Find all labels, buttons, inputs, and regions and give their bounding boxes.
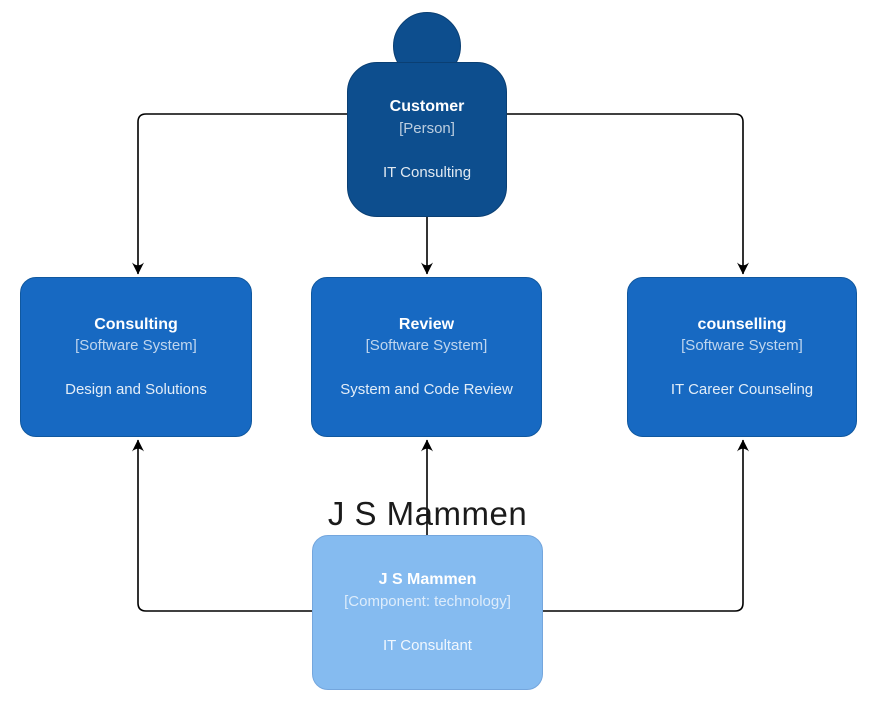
system-node-counselling[interactable]: counselling [Software System] IT Career … <box>627 277 857 437</box>
component-description: IT Consultant <box>383 636 472 654</box>
edge-customer-counselling <box>507 113 749 275</box>
system-meta: [Software System] <box>75 337 197 355</box>
person-description: IT Consulting <box>382 163 472 181</box>
system-description: IT Career Counseling <box>670 381 814 399</box>
system-name: counselling <box>697 315 787 333</box>
component-meta: [Component: technology] <box>344 592 511 610</box>
system-meta: [Software System] <box>365 337 488 355</box>
system-node-review[interactable]: Review [Software System] System and Code… <box>311 277 542 437</box>
person-meta: [Person] <box>399 119 455 137</box>
edge-component-consulting <box>132 439 312 612</box>
system-description: System and Code Review <box>340 381 513 399</box>
system-meta: [Software System] <box>681 337 803 355</box>
edge-customer-consulting <box>132 113 347 275</box>
component-name: J S Mammen <box>378 571 477 589</box>
system-description: Design and Solutions <box>65 381 207 399</box>
component-node-jsmammen[interactable]: J S Mammen [Component: technology] IT Co… <box>312 535 543 690</box>
system-name: Review <box>398 315 455 333</box>
person-node-customer[interactable]: Customer [Person] IT Consulting <box>347 62 507 217</box>
edge-component-counselling <box>543 439 749 612</box>
system-node-consulting[interactable]: Consulting [Software System] Design and … <box>20 277 252 437</box>
system-name: Consulting <box>94 315 178 333</box>
person-name: Customer <box>389 98 465 116</box>
diagram-title: J S Mammen <box>327 495 528 532</box>
